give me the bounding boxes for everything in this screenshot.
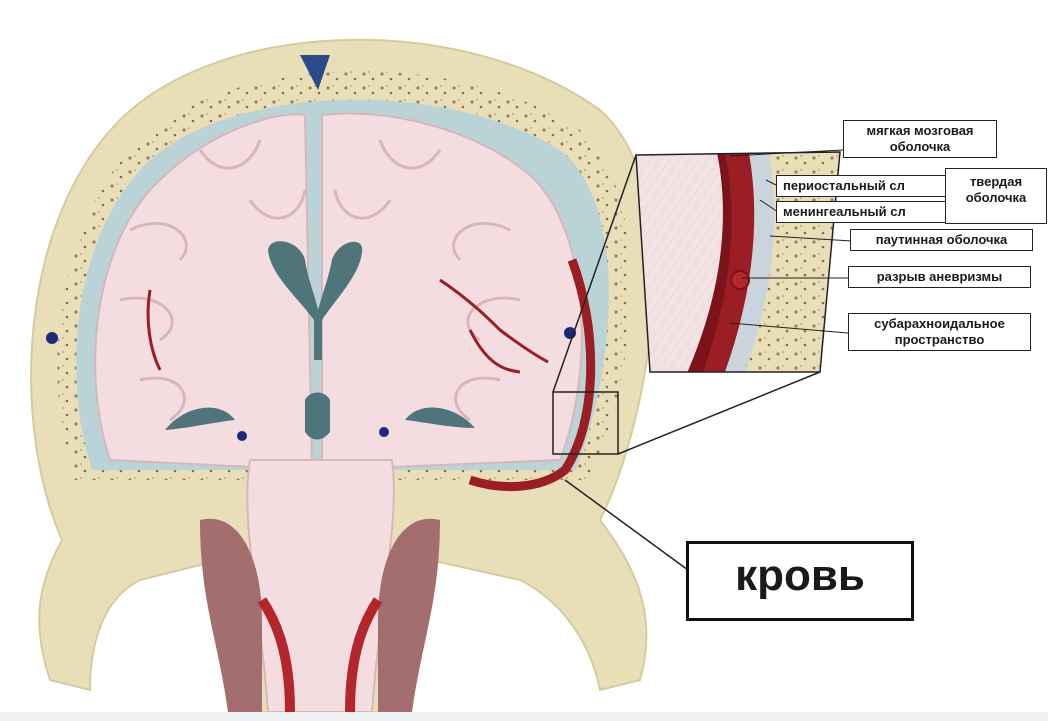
label-dura-mater: твердая оболочка (945, 168, 1047, 224)
label-aneurysm-rupture: разрыв аневризмы (848, 266, 1031, 288)
label-pia-mater: мягкая мозговая оболочка (843, 120, 997, 158)
label-meningeal-layer: менингеальный сл (776, 201, 946, 223)
label-blood: кровь (686, 541, 914, 621)
label-periosteal-layer: периостальный сл (776, 175, 946, 197)
label-arachnoid: паутинная оболочка (850, 229, 1033, 251)
label-subarachnoid-space: субарахноидальное пространство (848, 313, 1031, 351)
brainstem (247, 460, 394, 712)
bottom-strip (0, 712, 1048, 721)
